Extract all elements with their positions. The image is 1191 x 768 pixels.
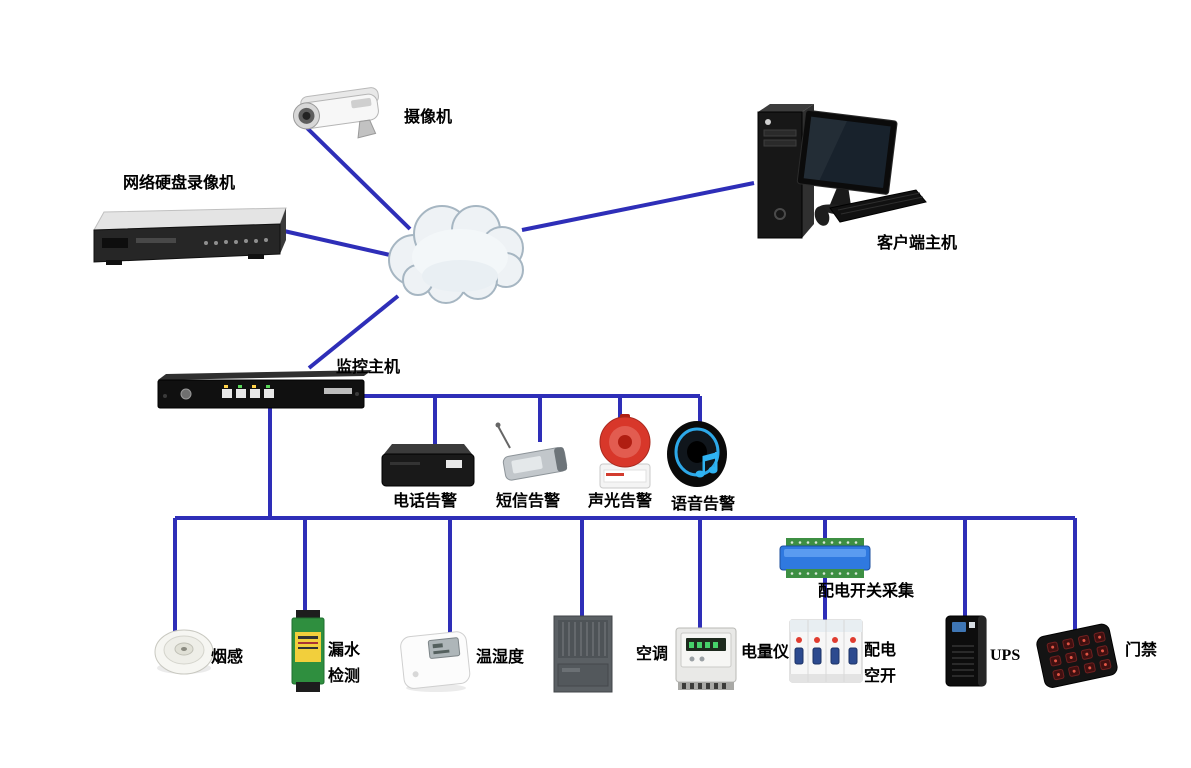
sms-alarm-label: 短信告警 (496, 493, 561, 510)
connection-line (307, 294, 400, 370)
phone-alarm-label: 电话告警 (393, 493, 458, 510)
client-host-label: 客户端主机 (877, 235, 958, 252)
connection-line (305, 126, 412, 231)
access-control-label: 门禁 (1125, 642, 1158, 659)
water-leak-label: 漏水 检测 (328, 642, 361, 685)
sms-alarm-device (495, 422, 568, 481)
nvr-label: 网络硬盘录像机 (123, 175, 236, 192)
nvr-device (93, 207, 287, 265)
power-meter-device (675, 627, 737, 690)
connection-line (521, 181, 755, 232)
smoke-sensor-label: 烟感 (211, 649, 244, 666)
network-cloud (388, 205, 524, 304)
wiring (173, 126, 1077, 636)
temp-humidity-device (400, 631, 471, 692)
voice-alarm-device (667, 421, 727, 487)
power-meter-label: 电量仪 (741, 644, 790, 661)
water-leak-device (291, 610, 325, 692)
mouse (814, 206, 830, 226)
temp-humidity-label: 温湿度 (476, 649, 525, 666)
sound-light-alarm-label: 声光告警 (588, 493, 653, 510)
sound-light-alarm-device (599, 414, 651, 489)
ups-device (945, 615, 987, 687)
breaker-device (789, 619, 863, 683)
switch-collector-label: 配电开关采集 (818, 583, 915, 600)
voice-alarm-label: 语音告警 (671, 496, 736, 513)
switch-collector-device (779, 538, 871, 578)
smoke-sensor-device (154, 629, 214, 675)
camera-label: 摄像机 (404, 109, 453, 126)
music-note-icon (695, 452, 718, 478)
access-control-device (1036, 623, 1118, 688)
ac-device (553, 615, 613, 693)
connection-line (283, 229, 391, 257)
monitor-host-device (157, 370, 372, 409)
monitor-host-label: 监控主机 (336, 359, 401, 376)
breaker-label: 配电 空开 (864, 642, 897, 685)
camera-device (292, 87, 379, 139)
ups-label: UPS (990, 647, 1021, 664)
monitor (796, 109, 898, 216)
phone-alarm-device (381, 444, 475, 487)
ac-label: 空调 (636, 646, 669, 663)
client-host-device (757, 104, 927, 239)
